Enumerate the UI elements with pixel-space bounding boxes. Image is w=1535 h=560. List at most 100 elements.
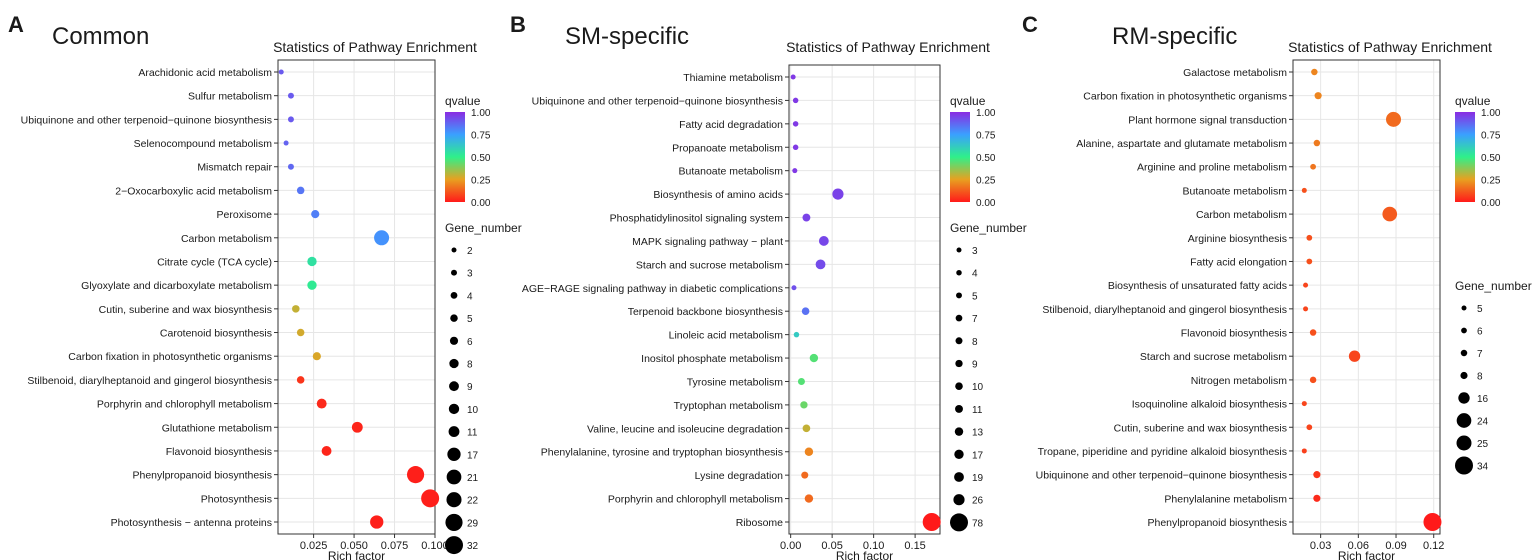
pathway-label: Porphyrin and chlorophyll metabolism [97,399,272,411]
size-legend-label: 2 [467,246,473,257]
pathway-label: Isoquinoline alkaloid biosynthesis [1132,399,1287,411]
size-legend-label: 25 [1477,439,1489,450]
data-point [791,285,797,291]
data-point [804,447,814,456]
data-point [307,256,317,267]
size-legend-dot [1458,392,1470,404]
pathway-label: AGE−RAGE signaling pathway in diabetic c… [522,283,783,295]
x-tick-label: 0.050 [340,540,368,552]
data-point [316,398,327,409]
data-point [793,331,800,338]
pathway-label: Ubiquinone and other terpenoid−quinone b… [21,114,272,126]
pathway-label: Phenylalanine metabolism [1164,493,1287,505]
panel-subtitle: SM-specific [565,23,689,50]
gene-number-legend-title: Gene_number [445,221,522,235]
size-legend-label: 5 [467,314,473,325]
data-point [296,376,305,384]
pathway-label: Photosynthesis [201,493,272,505]
data-point [287,116,294,123]
panel-subtitle: RM-specific [1112,23,1237,50]
size-legend-dot [1456,435,1472,451]
plot-area [277,59,436,535]
data-point [800,401,808,409]
data-point [283,140,289,146]
x-tick-label: 0.03 [1310,540,1331,552]
colorbar-tick-label: 0.75 [1481,131,1501,142]
pathway-label: Ubiquinone and other terpenoid−quinone b… [1036,470,1287,482]
data-point [1306,424,1313,431]
pathway-label: Arginine biosynthesis [1188,233,1287,245]
size-legend-label: 29 [467,518,479,529]
pathway-label: Fatty acid elongation [1190,256,1287,268]
pathway-label: Linoleic acid metabolism [669,330,784,342]
data-point [1423,513,1442,531]
pathway-label: Fatty acid degradation [679,119,783,131]
data-point [801,307,810,316]
pathway-label: Starch and sucrose metabolism [1140,351,1287,363]
data-point [312,352,321,361]
data-point [296,328,305,337]
x-axis-label: Rich factor [1338,549,1395,560]
panel-subtitle: Common [52,23,149,50]
x-tick-label: 0.05 [821,540,842,552]
data-point [1303,306,1309,312]
data-point [296,186,305,195]
colorbar-tick-label: 0.00 [1481,198,1501,209]
pathway-label: Citrate cycle (TCA cycle) [157,256,272,268]
size-legend-dot [950,513,968,532]
size-legend-dot [954,427,964,436]
size-legend-dot [1461,305,1467,311]
size-legend-label: 8 [1477,372,1483,383]
qvalue-colorbar [1455,112,1475,202]
size-legend-label: 78 [972,518,984,529]
size-legend-label: 10 [972,382,984,393]
pathway-label: Phenylalanine, tyrosine and tryptophan b… [541,447,783,459]
data-point [1301,401,1307,407]
data-point [1313,139,1321,147]
size-legend-label: 5 [972,291,978,302]
pathway-label: Cutin, suberine and wax biosynthesis [1114,422,1287,434]
size-legend-dot [448,426,460,438]
colorbar-tick-label: 0.25 [1481,176,1501,187]
data-point [790,74,796,80]
data-point [292,305,300,313]
size-legend-dot [953,494,965,506]
pathway-label: Arginine and proline metabolism [1137,162,1287,174]
size-legend-dot [1460,349,1468,357]
size-legend-label: 22 [467,496,479,507]
size-legend-label: 3 [467,269,473,280]
pathway-label: Butanoate metabolism [679,166,784,178]
gene-number-legend-title: Gene_number [950,221,1027,235]
data-point [1313,494,1321,502]
data-point [801,471,809,479]
x-tick-label: 0.10 [863,540,884,552]
pathway-label: Porphyrin and chlorophyll metabolism [608,494,783,506]
pathway-label: Propanoate metabolism [672,142,783,154]
data-point [802,424,811,433]
qvalue-legend-title: qvalue [445,94,481,108]
data-point [1313,471,1321,479]
data-point [797,377,805,385]
size-legend-label: 5 [1477,304,1483,315]
pathway-label: Butanoate metabolism [1183,185,1288,197]
size-legend-dot [1460,371,1468,380]
qvalue-legend-title: qvalue [1455,94,1491,108]
data-point [1310,163,1316,170]
data-point [792,121,799,127]
size-legend-dot [956,247,962,253]
panel-letter: C [1022,12,1038,37]
size-legend-dot [445,536,463,555]
data-point [287,163,294,170]
qvalue-colorbar [950,112,970,202]
chart-title: Statistics of Pathway Enrichment [786,39,990,55]
size-legend-dot [956,292,962,299]
pathway-label: Glyoxylate and dicarboxylate metabolism [81,280,272,292]
size-legend-dot [955,404,963,413]
colorbar-tick-label: 0.50 [471,153,491,164]
size-legend-label: 19 [972,473,984,484]
chart-title: Statistics of Pathway Enrichment [1288,39,1492,55]
data-point [815,259,826,270]
